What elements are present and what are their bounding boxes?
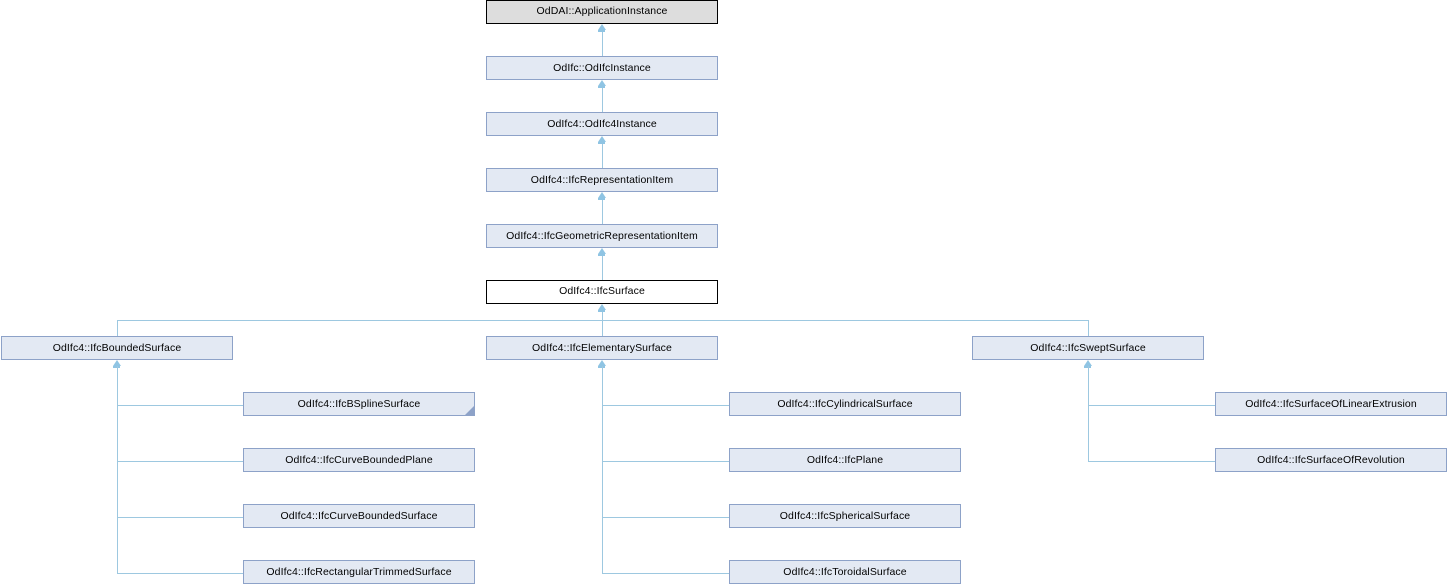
edge-arrow-n5-n4 — [598, 248, 606, 254]
edge-line-n14-n7 — [602, 461, 729, 462]
edge-arrow-children-n7 — [598, 360, 606, 366]
edge-arrow-stub-n4-n3 — [598, 198, 605, 200]
class-node-spherical-surface[interactable]: OdIfc4::IfcSphericalSurface — [729, 504, 961, 528]
class-node-toroidal-surface[interactable]: OdIfc4::IfcToroidalSurface — [729, 560, 961, 584]
edge-arrow-n2-n1 — [598, 80, 606, 86]
edge-arrow-stub-bus-n5 — [598, 310, 605, 312]
class-node-curve-bounded-surface[interactable]: OdIfc4::IfcCurveBoundedSurface — [243, 504, 475, 528]
edge-line-n12-n6 — [117, 573, 243, 574]
class-node-odifc-instance[interactable]: OdIfc::OdIfcInstance — [486, 56, 718, 80]
edge-line-n4-n3 — [602, 198, 603, 224]
class-node-rectangular-trimmed-surface[interactable]: OdIfc4::IfcRectangularTrimmedSurface — [243, 560, 475, 584]
edge-arrow-bus-n5 — [598, 304, 606, 310]
class-node-swept-surface[interactable]: OdIfc4::IfcSweptSurface — [972, 336, 1204, 360]
class-node-ifc-surface[interactable]: OdIfc4::IfcSurface — [486, 280, 718, 304]
edge-arrow-children-n6 — [113, 360, 121, 366]
edge-arrow-stub-n1-n0 — [598, 30, 605, 32]
class-node-elementary-surface[interactable]: OdIfc4::IfcElementarySurface — [486, 336, 718, 360]
class-node-representation-item[interactable]: OdIfc4::IfcRepresentationItem — [486, 168, 718, 192]
edge-line-n3-n2 — [602, 142, 603, 168]
edge-arrow-n1-n0 — [598, 24, 606, 30]
edge-line-n1-n0 — [602, 30, 603, 56]
edge-line-n5-n4 — [602, 254, 603, 280]
edge-arrow-stub-children-n7 — [598, 366, 605, 368]
class-node-bounded-surface[interactable]: OdIfc4::IfcBoundedSurface — [1, 336, 233, 360]
edge-line-n11-n6 — [117, 517, 243, 518]
class-node-surface-of-revolution[interactable]: OdIfc4::IfcSurfaceOfRevolution — [1215, 448, 1447, 472]
edge-line-trunk-n6 — [117, 366, 118, 573]
edge-line-bus-left-drop — [117, 320, 118, 336]
edge-arrow-children-n8 — [1084, 360, 1092, 366]
edge-arrow-n4-n3 — [598, 192, 606, 198]
edge-line-trunk-n7 — [602, 366, 603, 573]
class-node-curve-bounded-plane[interactable]: OdIfc4::IfcCurveBoundedPlane — [243, 448, 475, 472]
edge-line-n18-n8 — [1088, 461, 1215, 462]
class-node-application-instance[interactable]: OdDAI::ApplicationInstance — [486, 0, 718, 24]
class-node-geometric-representation-item[interactable]: OdIfc4::IfcGeometricRepresentationItem — [486, 224, 718, 248]
edge-line-n10-n6 — [117, 461, 243, 462]
class-node-bspline-surface[interactable]: OdIfc4::IfcBSplineSurface — [243, 392, 475, 416]
edge-line-bus-drop — [602, 310, 603, 336]
edge-arrow-stub-children-n8 — [1084, 366, 1091, 368]
edge-line-n9-n6 — [117, 405, 243, 406]
class-node-plane[interactable]: OdIfc4::IfcPlane — [729, 448, 961, 472]
class-node-odifc4-instance[interactable]: OdIfc4::OdIfc4Instance — [486, 112, 718, 136]
edge-arrow-n3-n2 — [598, 136, 606, 142]
class-node-cylindrical-surface[interactable]: OdIfc4::IfcCylindricalSurface — [729, 392, 961, 416]
edge-arrow-stub-children-n6 — [113, 366, 120, 368]
class-node-surface-of-linear-extrusion[interactable]: OdIfc4::IfcSurfaceOfLinearExtrusion — [1215, 392, 1447, 416]
edge-line-n17-n8 — [1088, 405, 1215, 406]
edge-line-n2-n1 — [602, 86, 603, 112]
edge-line-n15-n7 — [602, 517, 729, 518]
edge-arrow-stub-n2-n1 — [598, 86, 605, 88]
edge-line-n13-n7 — [602, 405, 729, 406]
edge-line-trunk-n8 — [1088, 366, 1089, 461]
edge-arrow-stub-n3-n2 — [598, 142, 605, 144]
edge-line-bus-right-drop — [1088, 320, 1089, 336]
edge-arrow-stub-n5-n4 — [598, 254, 605, 256]
edge-line-bus-horizontal — [117, 320, 1089, 321]
edge-line-n16-n7 — [602, 573, 729, 574]
